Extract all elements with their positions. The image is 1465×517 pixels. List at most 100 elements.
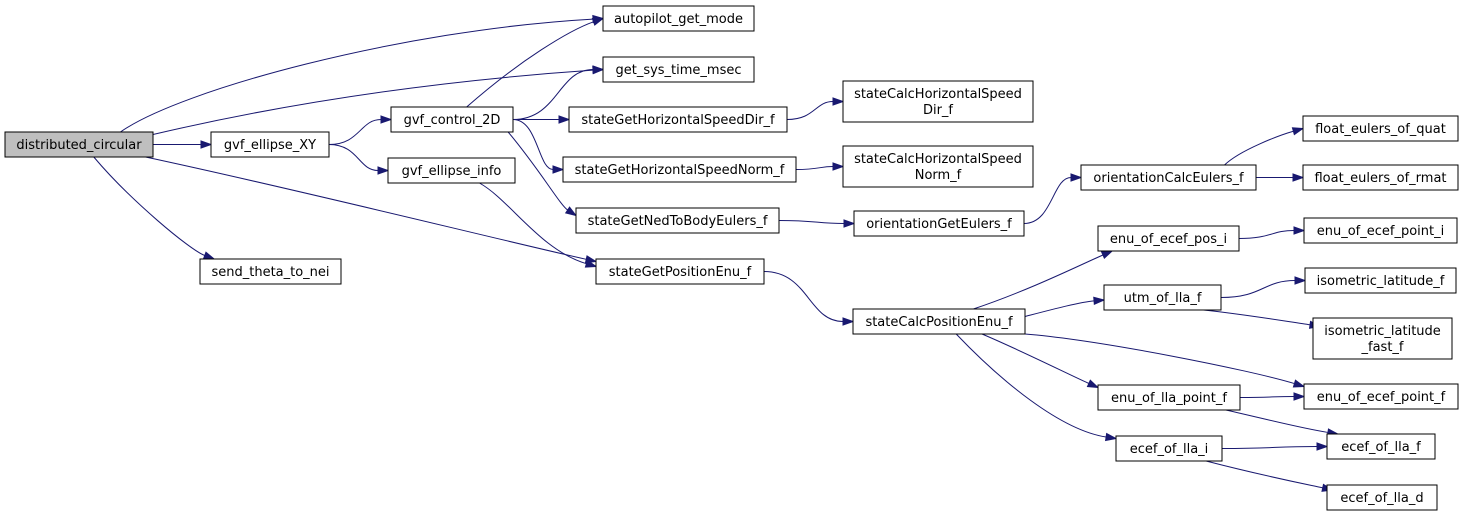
node-stateGetHorizontalSpeedDir_f[interactable]: stateGetHorizontalSpeedDir_f [568,106,788,133]
edge-line [152,69,594,135]
edge-gvf_control_2D-to-stateGetHorizontalSpeedNorm_f [512,119,565,174]
edge-distributed_circular-to-get_sys_time_msec [152,66,605,135]
node-send_theta_to_nei[interactable]: send_theta_to_nei [199,258,342,285]
node-label: gvf_control_2D [404,113,501,128]
node-orientationCalcEulers_f[interactable]: orientationCalcEulers_f [1080,164,1257,191]
edge-line [512,119,554,170]
node-distributed_circular[interactable]: distributed_circular [4,131,154,158]
arrowhead-icon [843,219,856,228]
node-box [575,207,780,234]
node-ecef_of_lla_f[interactable]: ecef_of_lla_f [1326,433,1436,460]
node-label: enu_of_ecef_point_i [1317,224,1445,239]
node-utm_of_lla_f[interactable]: utm_of_lla_f [1103,284,1222,311]
node-float_eulers_of_rmat[interactable]: float_eulers_of_rmat [1302,164,1459,191]
arrowhead-icon [558,115,571,124]
edge-gvf_control_2D-to-autopilot_get_mode [466,17,605,108]
node-label: get_sys_time_msec [615,63,741,78]
node-box [568,106,788,133]
node-label: send_theta_to_nei [211,265,329,280]
arrowhead-icon [591,17,605,26]
node-label: stateGetPositionEnu_f [609,265,752,280]
node-stateGetHorizontalSpeedNorm_f[interactable]: stateGetHorizontalSpeedNorm_f [562,156,797,183]
node-label: stateGetHorizontalSpeedDir_f [581,113,775,128]
edge-line [328,144,379,171]
edge-gvf_ellipse_info-to-stateGetPositionEnu_f [479,182,598,268]
arrowhead-icon [380,115,393,124]
edge-orientationCalcEulers_f-to-float_eulers_of_quat [1224,127,1305,166]
node-gvf_ellipse_XY[interactable]: gvf_ellipse_XY [210,131,330,158]
node-label: gvf_ellipse_info [402,164,502,179]
node-enu_of_ecef_pos_i[interactable]: enu_of_ecef_pos_i [1097,225,1240,252]
edge-stateCalcPositionEnu_f-to-enu_of_ecef_point_f [1024,333,1306,388]
node-label: utm_of_lla_f [1124,291,1202,306]
node-gvf_control_2D[interactable]: gvf_control_2D [390,106,514,133]
arrowhead-icon [1086,379,1100,389]
node-enu_of_lla_point_f[interactable]: enu_of_lla_point_f [1097,384,1241,411]
node-isometric_latitude_fast_f[interactable]: isometric_latitude_fast_f [1312,317,1453,360]
edge-line [479,182,587,265]
arrowhead-icon [202,251,216,260]
node-box [1097,384,1241,411]
edge-ecef_of_lla_i-to-ecef_of_lla_d [1205,460,1334,492]
node-ecef_of_lla_i[interactable]: ecef_of_lla_i [1115,435,1223,462]
arrowhead-icon [842,317,855,326]
node-box [1303,383,1459,410]
arrowhead-icon [564,206,578,217]
edge-gvf_control_2D-to-stateGetHorizontalSpeedDir_f [513,115,571,124]
node-box [1103,284,1222,311]
edge-line [1239,396,1295,398]
node-stateGetNedToBodyEulers_f[interactable]: stateGetNedToBodyEulers_f [575,207,780,234]
edge-line [763,271,844,322]
node-stateCalcPositionEnu_f[interactable]: stateCalcPositionEnu_f [852,308,1026,335]
edge-utm_of_lla_f-to-isometric_latitude_f [1220,276,1307,298]
node-label: isometric_latitude_f [1317,274,1445,289]
node-label: ecef_of_lla_i [1130,442,1209,457]
node-box [842,145,1034,188]
edge-line [955,333,1107,438]
edge-stateCalcPositionEnu_f-to-enu_of_ecef_pos_i [973,250,1114,310]
node-isometric_latitude_f[interactable]: isometric_latitude_f [1304,267,1457,294]
edge-stateGetPositionEnu_f-to-stateCalcPositionEnu_f [763,271,855,326]
node-label: stateCalcPositionEnu_f [865,315,1013,330]
node-orientationGetEulers_f[interactable]: orientationGetEulers_f [853,210,1025,237]
node-box [1115,435,1223,462]
edge-distributed_circular-to-stateGetPositionEnu_f [145,156,598,264]
node-label: ecef_of_lla_f [1341,440,1421,455]
node-label: float_eulers_of_rmat [1314,171,1446,186]
edge-ecef_of_lla_i-to-ecef_of_lla_f [1221,442,1329,451]
node-box [562,156,797,183]
node-box [853,210,1025,237]
node-float_eulers_of_quat[interactable]: float_eulers_of_quat [1302,115,1459,142]
node-box [1097,225,1240,252]
nodes-layer: distributed_circular gvf_ellipse_XY send_t… [4,5,1459,511]
edge-distributed_circular-to-gvf_ellipse_XY [153,140,213,149]
node-box [4,131,154,158]
arrowhead-icon [592,65,605,74]
node-label: ecef_of_lla_d [1340,491,1423,506]
node-stateGetPositionEnu_f[interactable]: stateGetPositionEnu_f [595,258,765,285]
edge-line [778,220,845,224]
edge-gvf_control_2D-to-stateGetNedToBodyEulers_f [507,131,578,217]
edge-line [145,156,587,260]
arrowhead-icon [1294,276,1307,285]
node-enu_of_ecef_point_f[interactable]: enu_of_ecef_point_f [1303,383,1459,410]
edge-enu_of_ecef_pos_i-to-enu_of_ecef_point_i [1238,226,1306,239]
node-box [595,258,765,285]
node-gvf_ellipse_info[interactable]: gvf_ellipse_info [387,157,516,184]
node-label: Dir_f [923,103,953,118]
node-ecef_of_lla_d[interactable]: ecef_of_lla_d [1326,484,1438,511]
edge-line [981,333,1090,384]
arrowhead-icon [1070,173,1083,182]
edge-stateCalcPositionEnu_f-to-enu_of_lla_point_f [981,333,1100,389]
arrowhead-icon [1293,226,1306,235]
edge-line [1023,177,1072,224]
node-label: gvf_ellipse_XY [224,138,316,153]
node-get_sys_time_msec[interactable]: get_sys_time_msec [602,56,755,83]
node-enu_of_ecef_point_i[interactable]: enu_of_ecef_point_i [1303,217,1458,244]
arrowhead-icon [1104,432,1118,442]
node-autopilot_get_mode[interactable]: autopilot_get_mode [602,5,755,32]
edge-enu_of_lla_point_f-to-ecef_of_lla_f [1225,409,1340,437]
